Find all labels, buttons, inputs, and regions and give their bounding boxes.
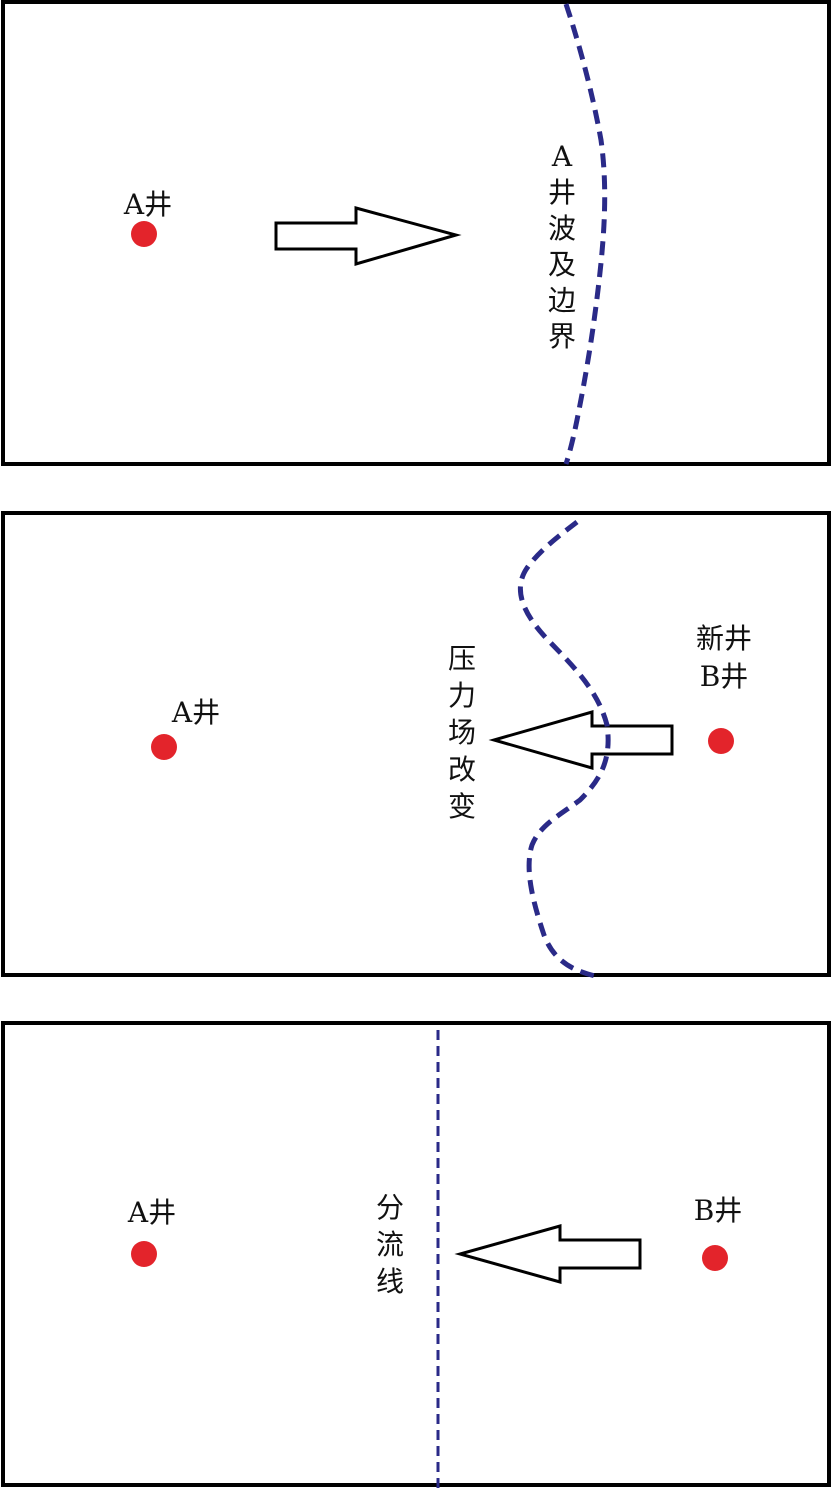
panel-1-boundary-label-char: 井: [548, 176, 576, 209]
panel-3-divide-label-char: 分: [376, 1191, 404, 1224]
panel-2-pressure-label-char: 改: [448, 753, 476, 786]
panel-1-boundary-label-char: A: [551, 140, 573, 173]
panel-3-left-arrow: [454, 1224, 642, 1284]
panel-1-well-a-label: A井: [123, 188, 172, 221]
panel-1-boundary-label-char: 及: [548, 248, 576, 281]
panel-1-boundary-label-char: 边: [548, 284, 576, 317]
panel-2-frame: [1, 511, 831, 977]
panel-3: A井 B井 分 流 线: [1, 1021, 831, 1491]
panel-2-new-well-label: 新井: [696, 622, 752, 655]
panel-1-right-arrow: [274, 206, 462, 266]
panel-2-pressure-boundary-line: [517, 520, 611, 980]
panel-3-well-b-label: B井: [694, 1194, 743, 1227]
panel-2-pressure-label-char: 压: [448, 642, 476, 675]
panel-3-well-a-marker: [131, 1241, 157, 1267]
panel-1-well-a-marker: [131, 221, 157, 247]
panel-2-well-a-marker: [151, 734, 177, 760]
panel-2-pressure-label: 压 力 场 改 变: [448, 642, 476, 823]
panel-2-pressure-label-char: 变: [448, 790, 476, 823]
panel-3-divide-label-char: 线: [376, 1265, 404, 1298]
panel-2-well-b-label: B井: [700, 660, 749, 693]
panel-3-divide-label: 分 流 线: [376, 1191, 404, 1298]
panel-2-pressure-label-char: 场: [448, 716, 476, 749]
panel-2-pressure-label-char: 力: [448, 679, 476, 712]
panel-2-well-b-marker: [708, 728, 734, 754]
panel-2-well-a-label: A井: [171, 696, 220, 729]
panel-1-boundary-label-char: 波: [548, 212, 576, 245]
panel-2-left-arrow: [488, 710, 674, 770]
panel-2: A井 新井 B井 压 力 场 改 变: [1, 511, 831, 980]
panel-3-divide-label-char: 流: [376, 1228, 404, 1261]
panel-1-boundary-label-char: 界: [548, 320, 576, 353]
panel-1-boundary-label: A 井 波 及 边 界: [548, 140, 576, 353]
panel-1: A井 A 井 波 及 边 界: [1, 0, 831, 466]
panel-3-well-a-label: A井: [127, 1196, 176, 1229]
panel-1-swept-boundary-line: [563, 3, 608, 465]
panel-3-well-b-marker: [702, 1245, 728, 1271]
